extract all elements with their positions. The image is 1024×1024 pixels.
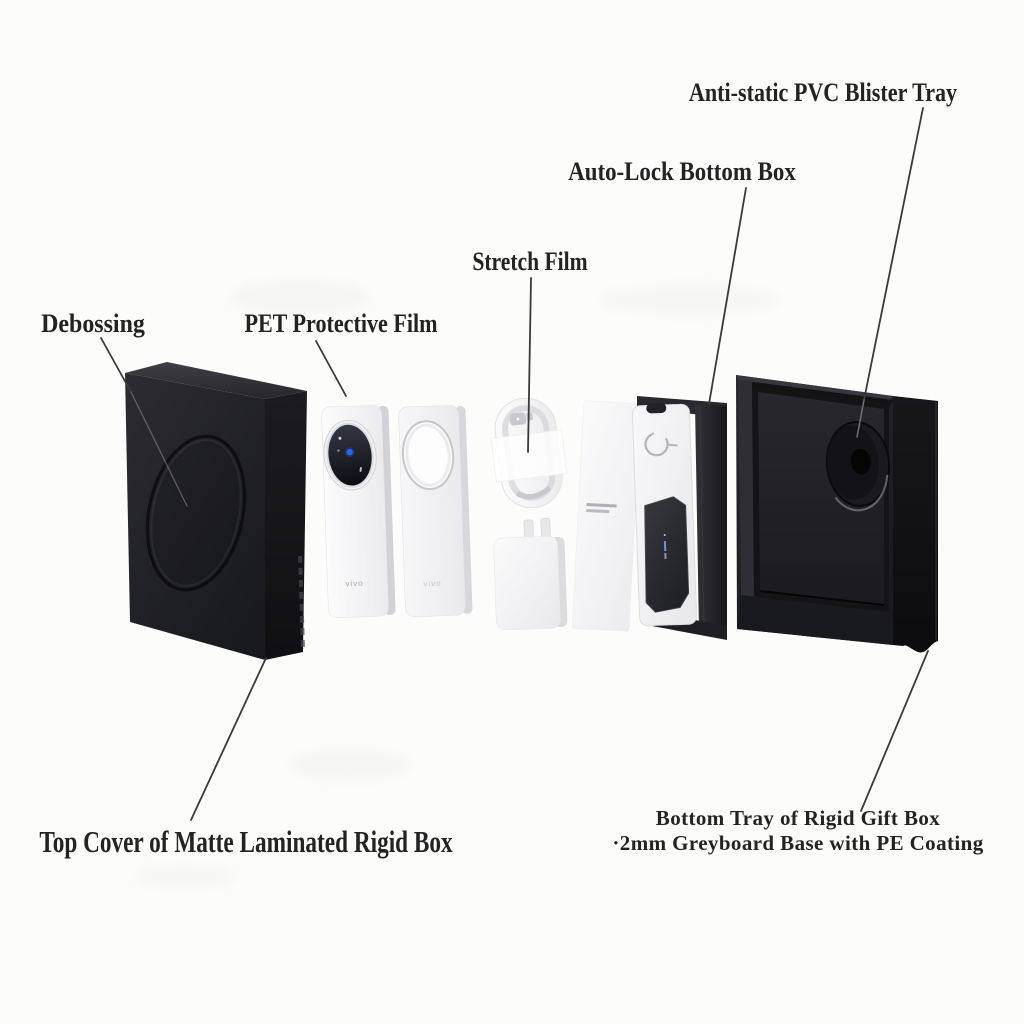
stretch-film-band [490, 429, 568, 483]
label-top-cover: Top Cover of Matte Laminated Rigid Box [39, 824, 453, 860]
label-anti-static-tray: Anti-static PVC Blister Tray [688, 78, 958, 108]
charger [493, 518, 568, 631]
phone: vivo [321, 405, 396, 619]
top-cover-box [125, 362, 307, 660]
accessory-tray [631, 403, 698, 627]
bottom-tray [736, 375, 938, 653]
leader-debossing [100, 337, 132, 393]
label-pet-film: PET Protective Film [244, 309, 438, 339]
leader-auto-lock [708, 187, 747, 405]
label-bottom-tray: Bottom Tray of Rigid Gift Box ·2mm Greyb… [612, 806, 983, 856]
leader-pet-film [315, 340, 347, 397]
spine-text-smudge [298, 555, 305, 649]
film-camera-cutout [401, 420, 455, 491]
pet-film: vivo [398, 405, 473, 618]
leader-bottom-tray [860, 650, 929, 812]
blister-tray-recess [825, 421, 891, 512]
phone-logo: vivo [345, 579, 364, 589]
label-bottom-tray-line2: ·2mm Greyboard Base with PE Coating [612, 831, 984, 855]
leader-anti-static [863, 107, 924, 401]
leader-lines [100, 107, 929, 821]
auto-lock-group [571, 396, 727, 640]
leader-stretch-film [527, 277, 532, 453]
accessory-card [571, 400, 642, 632]
leader-top-cover [190, 657, 267, 821]
label-debossing: Debossing [41, 309, 145, 339]
label-stretch-film: Stretch Film [472, 247, 588, 277]
accessory-insert [644, 496, 690, 613]
camera-accent-dot [346, 448, 353, 456]
blister-tray-hole [850, 448, 871, 475]
tray-notch [646, 403, 667, 414]
film-logo: vivo [423, 579, 442, 589]
leader-anti-static-on-tray [856, 399, 865, 438]
leader-debossing-on-box [130, 391, 188, 507]
label-auto-lock-box: Auto-Lock Bottom Box [568, 157, 796, 187]
label-bottom-tray-line1: Bottom Tray of Rigid Gift Box [655, 806, 941, 830]
phone-camera [323, 419, 377, 491]
cable-coil [490, 397, 568, 509]
